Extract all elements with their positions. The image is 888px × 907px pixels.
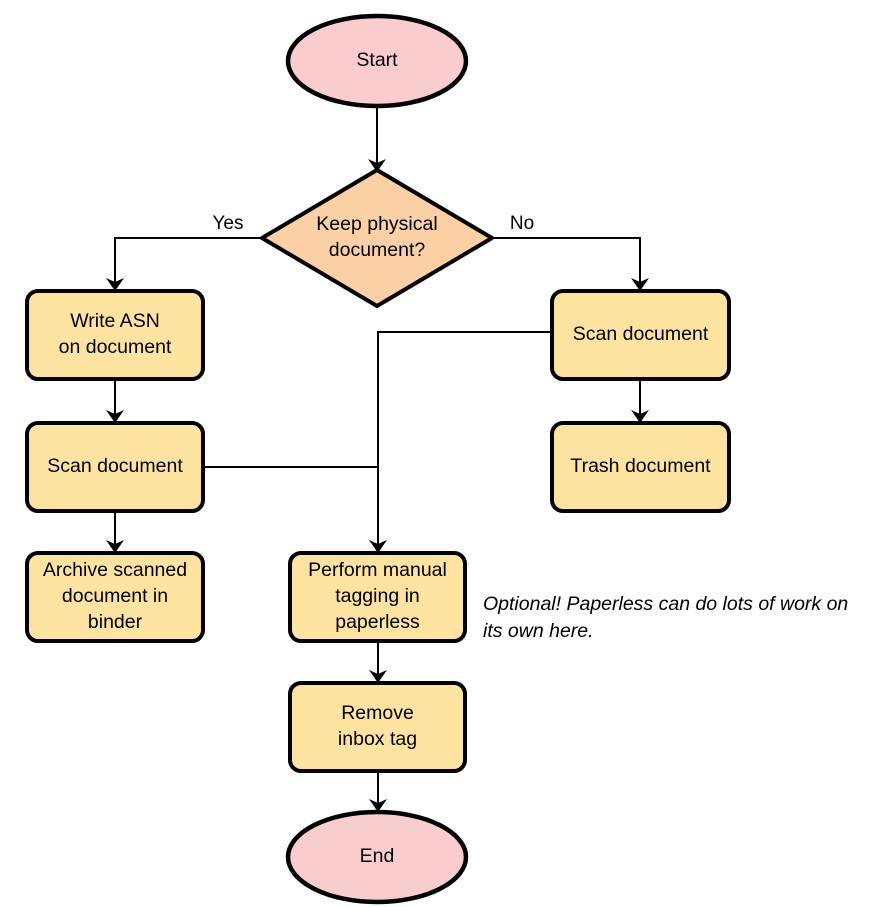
process-shape: [288, 681, 467, 773]
node-label-line: on document: [59, 336, 172, 358]
node-label: Archive scanned document in binder: [43, 559, 187, 633]
process-shape: [288, 551, 467, 643]
edge-label: Yes: [213, 213, 244, 234]
arrowhead-icon: [631, 278, 649, 291]
process-shape: [25, 551, 205, 643]
node-label-line: Remove: [341, 702, 414, 724]
edge-manual-tagging-to-remove-inbox-tag: [369, 641, 387, 683]
node-label-line: tagging in: [335, 585, 420, 607]
node-label-line: Write ASN: [70, 310, 160, 332]
node-label-line: Scan document: [573, 323, 709, 345]
edge-label: No: [510, 213, 534, 234]
node-label-line: Archive scanned: [43, 559, 187, 581]
node-label-line: Trash document: [570, 455, 711, 477]
arrowhead-icon: [369, 540, 387, 553]
node-label-line: paperless: [335, 611, 420, 633]
node-label: End: [360, 845, 395, 867]
arrowhead-icon: [369, 799, 387, 812]
node-label-line: Start: [356, 49, 398, 71]
process-shape: [25, 421, 205, 513]
node-label-line: document in: [62, 585, 168, 607]
edge-scan-right-to-manual-tagging: [369, 331, 552, 553]
terminator-shape: [285, 13, 469, 109]
node-label: Write ASN on document: [59, 310, 172, 358]
decision-shape: [260, 168, 494, 308]
node-archive-scanned-document-in-binder[interactable]: Archive scanned document in binder: [25, 551, 205, 643]
arrowhead-icon: [369, 670, 387, 683]
terminator-shape: [285, 809, 469, 905]
node-remove-inbox-tag[interactable]: Remove inbox tag: [288, 681, 467, 773]
node-scan-document-left[interactable]: Scan document: [25, 421, 205, 513]
edge-line: [377, 331, 552, 545]
edge-decision-yes-to-write-asn: Yes: [106, 213, 262, 291]
annotation-optional-note: Optional! Paperless can do lots of work …: [483, 593, 848, 642]
arrowhead-icon: [106, 278, 124, 291]
arrowhead-icon: [106, 540, 124, 553]
node-label: Remove inbox tag: [338, 702, 417, 750]
node-label: Trash document: [570, 455, 711, 477]
arrowhead-icon: [106, 410, 124, 423]
edge-scan-right-to-trash: [631, 379, 649, 423]
node-label: Perform manual tagging in paperless: [308, 559, 447, 633]
node-label-line: Keep physical: [316, 213, 437, 235]
edge-line: [114, 237, 262, 283]
process-shape: [550, 289, 731, 381]
process-shape: [550, 421, 731, 513]
node-end[interactable]: End: [285, 809, 469, 905]
node-label: Scan document: [573, 323, 709, 345]
annotations-layer: Optional! Paperless can do lots of work …: [483, 593, 848, 642]
node-label-line: document?: [329, 239, 426, 261]
node-label: Keep physical document?: [316, 213, 437, 261]
node-label-line: inbox tag: [338, 728, 417, 750]
node-scan-document-right[interactable]: Scan document: [550, 289, 731, 381]
node-trash-document[interactable]: Trash document: [550, 421, 731, 513]
node-keep-physical-document[interactable]: Keep physical document?: [260, 168, 494, 308]
edge-decision-no-to-scan-right: No: [492, 213, 649, 291]
node-start[interactable]: Start: [285, 13, 469, 109]
node-write-asn-on-document[interactable]: Write ASN on document: [25, 289, 205, 381]
edges-layer: Yes No: [106, 106, 649, 812]
annotation-line: its own here.: [483, 620, 594, 642]
node-label: Start: [356, 49, 398, 71]
arrowhead-icon: [631, 410, 649, 423]
node-label-line: binder: [88, 611, 143, 633]
annotation-line: Optional! Paperless can do lots of work …: [483, 593, 848, 615]
node-label-line: Scan document: [47, 455, 183, 477]
edge-write-asn-to-scan-left: [106, 379, 124, 423]
process-shape: [25, 289, 205, 381]
node-label: Scan document: [47, 455, 183, 477]
node-label-line: Perform manual: [308, 559, 447, 581]
arrowhead-icon: [368, 159, 386, 172]
node-perform-manual-tagging-in-paperless[interactable]: Perform manual tagging in paperless: [288, 551, 467, 643]
node-label-line: End: [360, 845, 395, 867]
edge-scan-left-to-archive: [106, 511, 124, 553]
edge-remove-inbox-tag-to-end: [369, 771, 387, 812]
edge-start-to-decision: [368, 106, 386, 172]
edge-line: [492, 237, 641, 283]
